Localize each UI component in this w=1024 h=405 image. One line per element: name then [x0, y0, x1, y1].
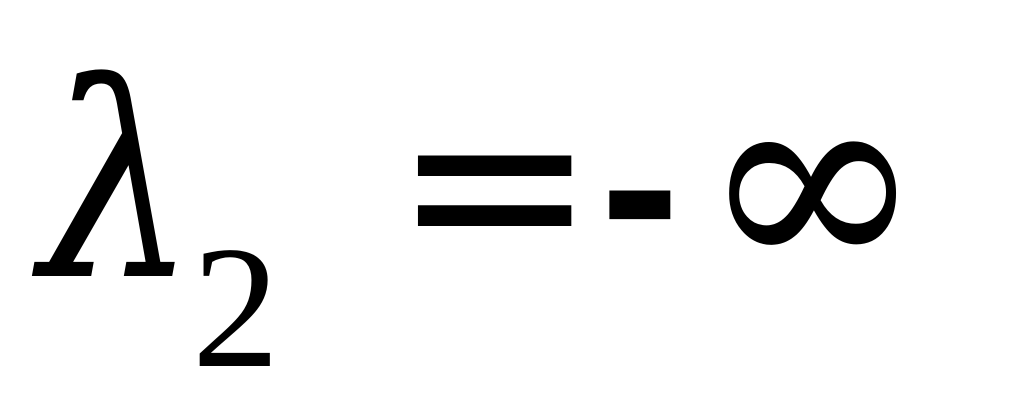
subscript-two: 2	[192, 210, 280, 404]
infinity-symbol: ∞	[700, 23, 925, 338]
lambda-symbol: λ	[40, 25, 198, 340]
equals-sign: =	[392, 37, 598, 328]
minus-sign: -	[600, 50, 680, 318]
